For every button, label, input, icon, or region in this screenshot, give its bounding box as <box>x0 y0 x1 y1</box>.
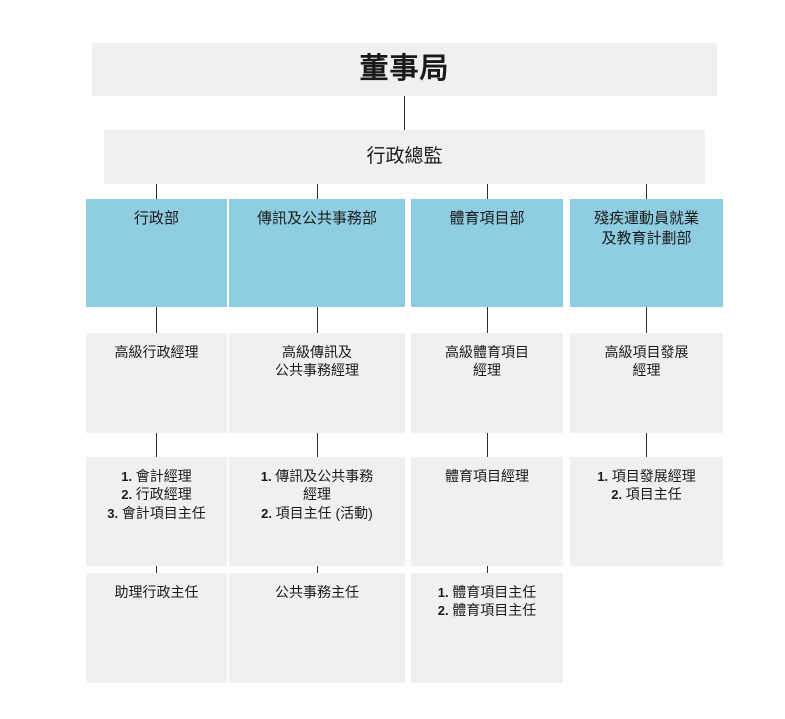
node-senior-manager-communications: 高級傳訊及公共事務經理 <box>229 333 405 433</box>
list-item-label: 體育項目經理 <box>445 468 529 484</box>
list-item: 2. 體育項目主任 <box>415 601 559 619</box>
node-department-athlete-employment-education: 殘疾運動員就業及教育計劃部 <box>570 199 723 307</box>
list-item-label: 會計項目主任 <box>121 504 206 521</box>
connector-senior-2-to-manager-2 <box>317 433 318 457</box>
list-item-number: 2. <box>437 603 453 619</box>
node-board-label: 董事局 <box>359 53 450 86</box>
node-senior-manager-sports-programmes: 高級體育項目經理 <box>411 333 563 433</box>
list-item-label: 體育項目主任 <box>452 584 537 600</box>
connector-dept-1-to-senior-1 <box>156 307 157 333</box>
node-department-administration-label: 行政部 <box>133 210 179 227</box>
connector-executive-to-dept-2 <box>317 184 318 199</box>
list-item: 1. 體育項目主任 <box>415 583 559 601</box>
list-item: 體育項目經理 <box>415 467 559 485</box>
node-executive-director-label: 行政總監 <box>366 146 443 168</box>
node-board: 董事局 <box>92 43 717 96</box>
connector-board-to-executive <box>404 96 405 130</box>
connector-manager-3-to-officer-3 <box>487 566 488 573</box>
node-officer-assistant-administration-label: 助理行政主任 <box>114 584 199 600</box>
connector-dept-3-to-senior-3 <box>487 307 488 333</box>
list-item-label: 體育項目主任 <box>452 602 537 619</box>
node-department-sports-programmes: 體育項目部 <box>411 199 563 307</box>
list-item-label: 行政經理 <box>135 486 192 503</box>
list-item-label: 傳訊及公共事務經理 <box>275 468 374 503</box>
manager-list-sports-programmes: 體育項目經理 <box>411 467 563 485</box>
list-item: 2. 項目主任 (活動) <box>233 504 401 522</box>
list-item: 1. 項目發展經理 <box>574 467 719 485</box>
list-item: 2. 項目主任 <box>574 485 719 503</box>
list-item: 1. 會計經理 <box>90 467 223 485</box>
node-senior-manager-programme-development-label: 高級項目發展經理 <box>604 344 689 379</box>
node-senior-manager-administration-label: 高級行政經理 <box>114 344 199 360</box>
list-item-label: 項目主任 (活動) <box>275 504 373 521</box>
node-senior-manager-communications-label: 高級傳訊及公共事務經理 <box>275 344 359 379</box>
node-department-communications-label: 傳訊及公共事務部 <box>256 210 377 227</box>
node-senior-manager-programme-development: 高級項目發展經理 <box>570 333 723 433</box>
list-item-number: 1. <box>597 469 612 484</box>
connector-dept-2-to-senior-2 <box>317 307 318 333</box>
list-item-number: 1. <box>121 469 136 484</box>
list-item-label: 項目發展經理 <box>611 468 696 484</box>
list-item-number: 2. <box>611 487 626 503</box>
list-item-number: 1. <box>437 585 453 600</box>
node-senior-manager-administration: 高級行政經理 <box>86 333 227 433</box>
node-department-sports-programmes-label: 體育項目部 <box>449 210 525 227</box>
list-item-number: 2. <box>261 505 276 521</box>
list-item-label: 項目主任 <box>625 486 682 503</box>
list-item-number: 1. <box>260 469 276 484</box>
connector-executive-to-dept-3 <box>487 184 488 199</box>
list-item-label: 會計經理 <box>135 468 192 484</box>
node-manager-group-sports-programmes: 體育項目經理 <box>411 457 563 566</box>
connector-manager-1-to-officer-1 <box>156 566 157 573</box>
node-senior-manager-sports-programmes-label: 高級體育項目經理 <box>445 344 529 379</box>
list-item-number: 3. <box>107 505 122 521</box>
node-officer-assistant-administration: 助理行政主任 <box>86 573 227 683</box>
node-officer-public-affairs-label: 公共事務主任 <box>275 584 359 600</box>
node-department-administration: 行政部 <box>86 199 227 307</box>
connector-senior-4-to-manager-4 <box>646 433 647 457</box>
list-item-number: 2. <box>121 487 136 503</box>
list-item: 3. 會計項目主任 <box>90 504 223 522</box>
node-executive-director: 行政總監 <box>104 130 705 184</box>
node-department-communications: 傳訊及公共事務部 <box>229 199 405 307</box>
connector-manager-2-to-officer-2 <box>317 566 318 573</box>
node-officer-public-affairs: 公共事務主任 <box>229 573 405 683</box>
connector-senior-3-to-manager-3 <box>487 433 488 457</box>
list-item: 1. 傳訊及公共事務經理 <box>233 467 401 504</box>
node-department-athlete-employment-education-label: 殘疾運動員就業及教育計劃部 <box>593 210 699 247</box>
connector-senior-1-to-manager-1 <box>156 433 157 457</box>
connector-dept-4-to-senior-4 <box>646 307 647 333</box>
connector-executive-to-dept-1 <box>156 184 157 199</box>
connector-executive-to-dept-4 <box>646 184 647 199</box>
list-item: 2. 行政經理 <box>90 485 223 503</box>
